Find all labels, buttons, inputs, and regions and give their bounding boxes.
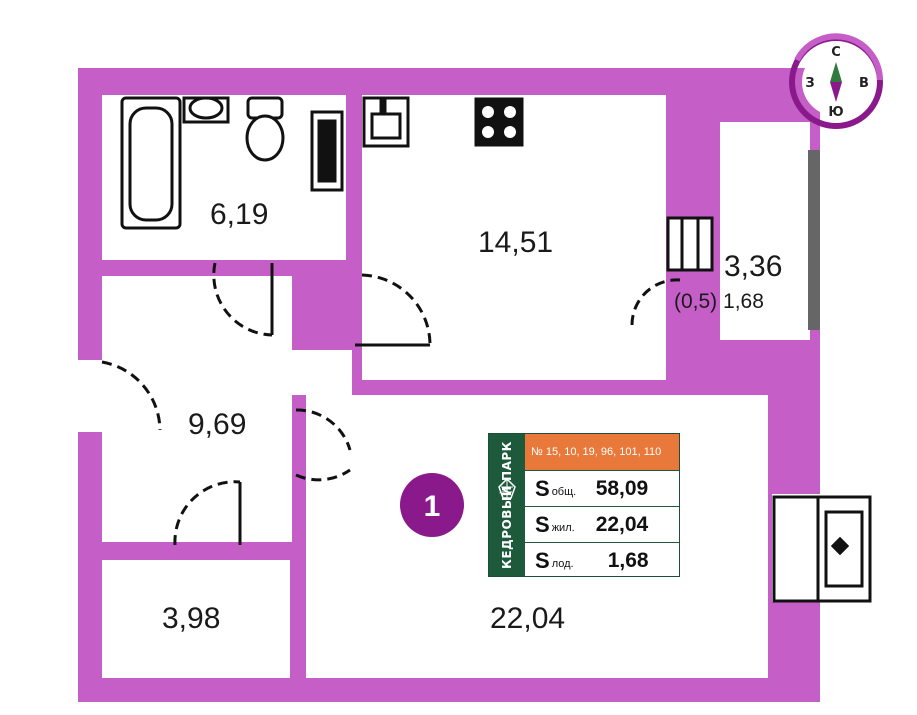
compass-north: С: [831, 45, 841, 60]
area-row-total: S общ. 58,09: [525, 470, 679, 506]
area-symbol: S: [535, 511, 550, 537]
area-symbol: S: [535, 475, 550, 501]
storage-floor: [102, 560, 290, 678]
room-count: 1: [424, 490, 441, 523]
area-value-total: 58,09: [595, 476, 649, 500]
compass-icon: С З В Ю: [789, 33, 883, 129]
washing-machine-icon: [310, 110, 344, 192]
brand-name: КЕДРОВЫЙ ПАРК: [500, 441, 514, 569]
hallway-area: 9,69: [188, 408, 246, 441]
toilet-icon: [245, 96, 285, 162]
storage-area: 3,98: [162, 602, 220, 635]
window-kitchen-loggia: [666, 216, 714, 272]
entrance-opening: [78, 360, 102, 432]
compass-west: З: [805, 76, 814, 91]
room-count-badge: 1: [400, 473, 464, 537]
window-loggia-outer: [808, 150, 820, 330]
window-living: [772, 495, 872, 603]
bathtub-icon: [120, 96, 182, 230]
apartment-numbers: № 15, 10, 19, 96, 101, 110: [525, 434, 679, 470]
area-value-living: 22,04: [595, 512, 649, 536]
kitchen-area: 14,51: [478, 226, 553, 259]
info-card: КЕДРОВЫЙ ПАРК № 15, 10, 19, 96, 101, 110…: [488, 433, 680, 577]
loggia-reduced-area: (0,5) 1,68: [674, 290, 764, 313]
loggia-floor: [720, 122, 810, 340]
brand-strip: КЕДРОВЫЙ ПАРК: [489, 434, 525, 576]
area-row-living: S жил. 22,04: [525, 506, 679, 542]
doors: [101, 262, 681, 546]
area-label-loggia: лод.: [551, 557, 574, 570]
hallway-floor-ext: [292, 350, 352, 395]
area-row-loggia: S лод. 1,68: [525, 542, 679, 578]
area-label-living: жил.: [551, 521, 575, 534]
compass-south: Ю: [828, 105, 843, 120]
bathroom-area: 6,19: [210, 198, 268, 231]
stove-icon: [474, 97, 524, 147]
radiator-icon: [830, 536, 850, 556]
living-room-area: 22,04: [490, 602, 565, 635]
area-value-loggia: 1,68: [607, 548, 649, 572]
sink-icon: [182, 96, 230, 124]
area-symbol: S: [535, 547, 550, 573]
hallway-floor: [102, 276, 292, 542]
kitchen-sink-icon: [362, 96, 410, 148]
pine-cone-icon: [498, 478, 516, 499]
compass-east: В: [859, 76, 869, 91]
loggia-area: 3,36: [724, 250, 782, 283]
area-label-total: общ.: [551, 485, 577, 498]
